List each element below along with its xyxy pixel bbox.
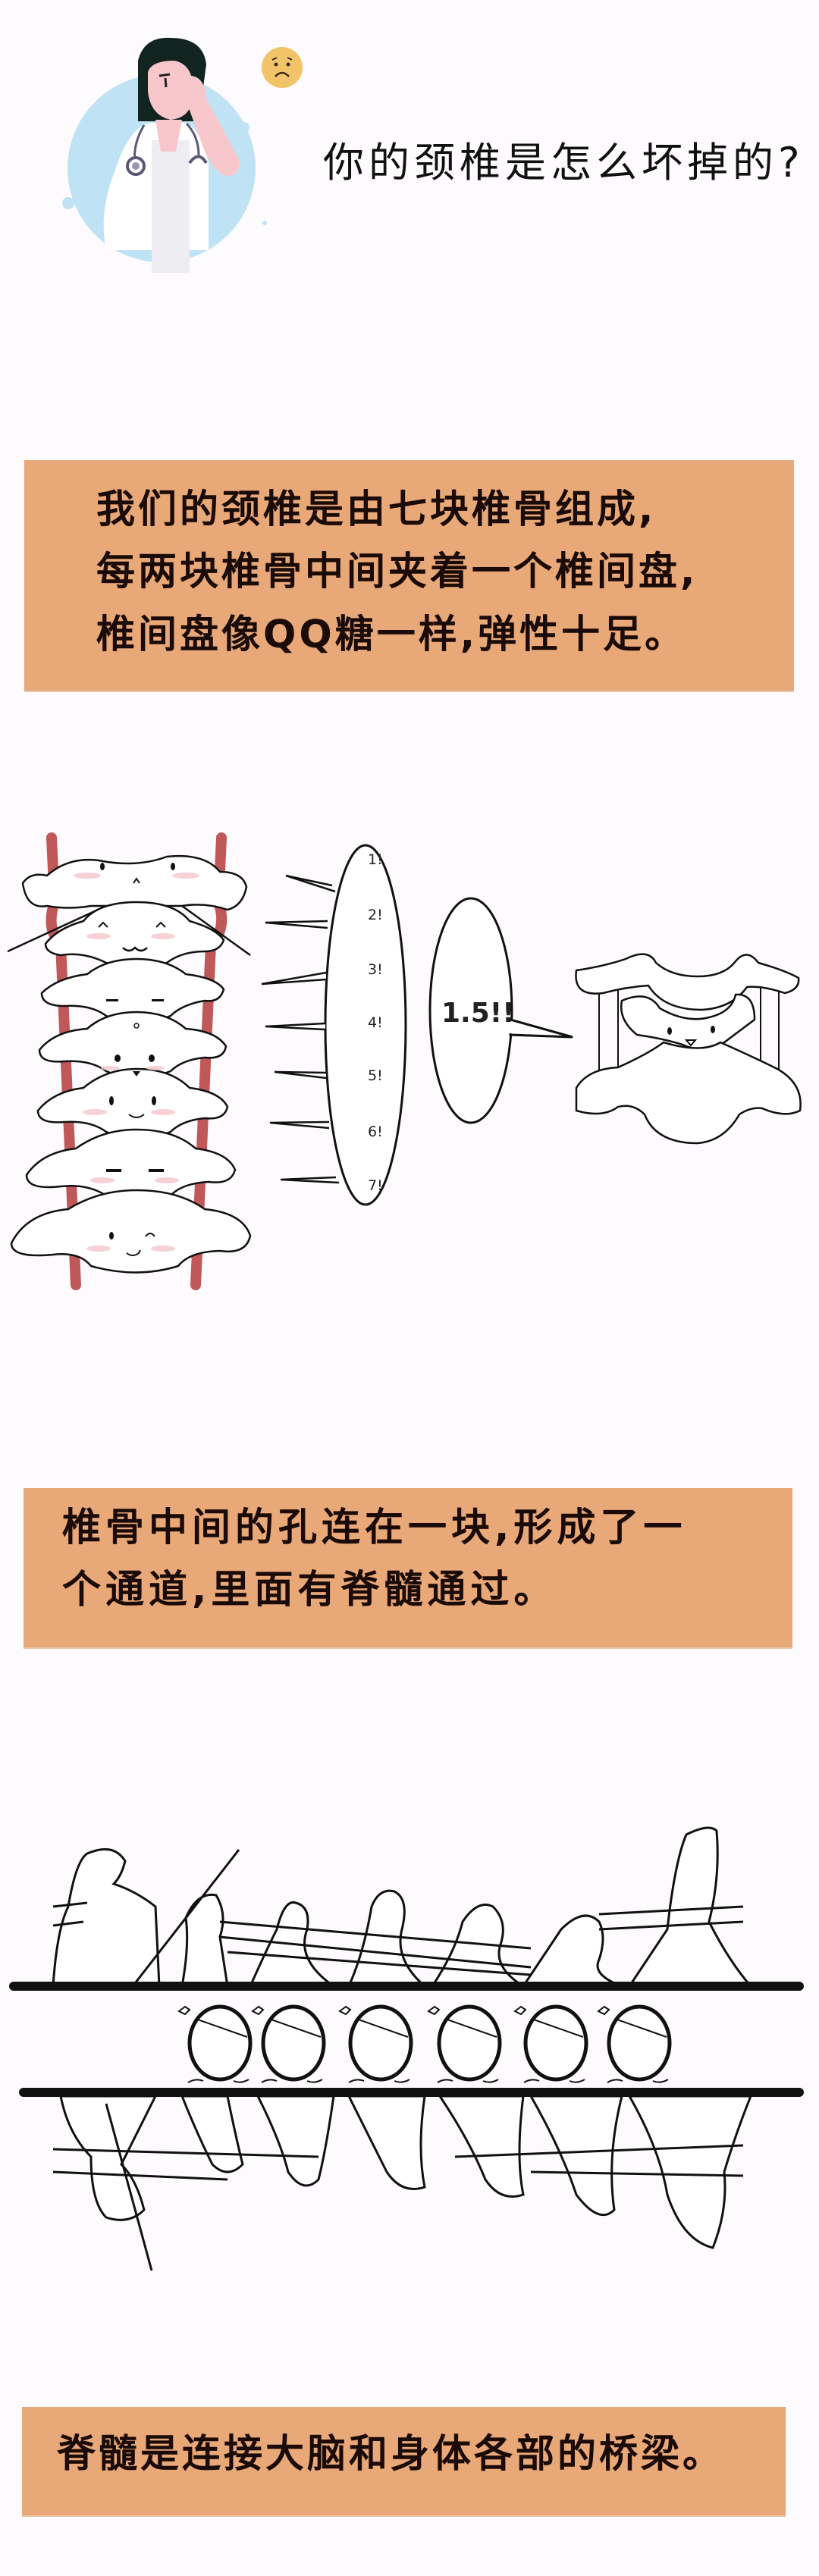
count-4: 4! — [368, 1014, 383, 1031]
spinal-cord-illustration — [9, 1826, 804, 2271]
count-1: 1! — [368, 851, 383, 868]
cervical-spine-illustration — [7, 832, 252, 1290]
info-line: 我们的颈椎是由七块椎骨组成, — [96, 487, 657, 532]
disc-speech-bubble: 1.5!! — [428, 897, 573, 1124]
count-5: 5! — [368, 1067, 383, 1084]
count-2: 2! — [368, 907, 383, 923]
doctor-facepalm-icon — [62, 37, 267, 273]
spinal-cord-characters — [177, 2004, 672, 2083]
info-box-spinal-canal: 椎骨中间的孔连在一块,形成了一 个通道,里面有脊髓通过。 — [24, 1488, 792, 1647]
info-line: 椎间盘像QQ糖一样,弹性十足。 — [96, 613, 687, 657]
disc-count-label: 1.5!! — [441, 998, 515, 1029]
page-title: 你的颈椎是怎么坏掉的? — [323, 139, 805, 186]
info-line: 椎骨中间的孔连在一块,形成了一 — [62, 1506, 687, 1550]
info-box-spinal-cord: 脊髓是连接大脑和身体各部的桥梁。 — [22, 2407, 786, 2515]
count-7: 7! — [368, 1177, 383, 1194]
count-3: 3! — [368, 961, 383, 978]
count-6: 6! — [368, 1123, 383, 1140]
sad-face-icon — [262, 47, 303, 88]
info-box-cervical-vertebrae: 我们的颈椎是由七块椎骨组成, 每两块椎骨中间夹着一个椎间盘, 椎间盘像QQ糖一样… — [24, 460, 794, 691]
count-speech-bubble: 1! 2! 3! 4! 5! 6! 7! — [261, 844, 407, 1206]
vertebra-disc-illustration — [575, 953, 802, 1145]
info-line: 每两块椎骨中间夹着一个椎间盘, — [96, 550, 698, 594]
info-line: 脊髓是连接大脑和身体各部的桥梁。 — [57, 2432, 725, 2477]
info-line: 个通道,里面有脊髓通过。 — [62, 1568, 557, 1612]
